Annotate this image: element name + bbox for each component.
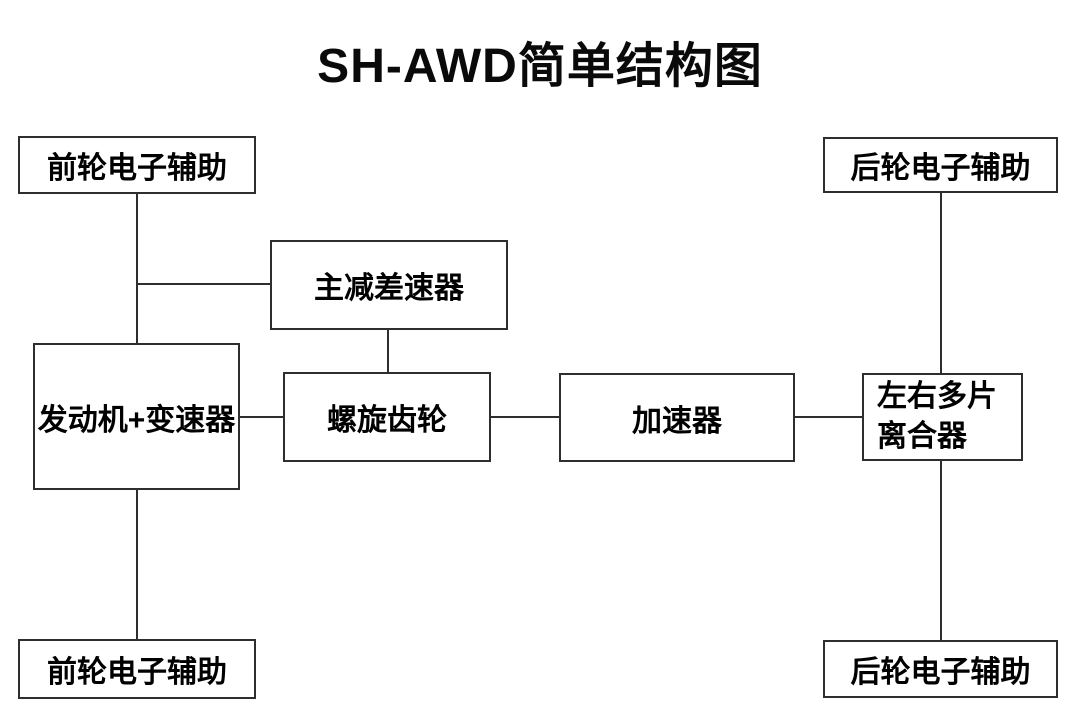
connector-main-diff-to-spiral-gear (387, 330, 389, 372)
box-left-right-multiplate-clutch: 左右多片 离合器 (862, 373, 1023, 461)
box-rear-wheel-electronic-assist-top: 后轮电子辅助 (823, 137, 1058, 193)
connector-tee-to-main-diff (137, 283, 270, 285)
diagram-title: SH-AWD简单结构图 (317, 40, 763, 93)
connector-clutch-to-rear-bottom (940, 461, 942, 640)
clutch-label-line1: 左右多片 (877, 380, 997, 413)
box-front-wheel-electronic-assist-top: 前轮电子辅助 (18, 136, 256, 194)
box-spiral-gear: 螺旋齿轮 (283, 372, 491, 462)
clutch-label: 左右多片 离合器 (877, 377, 997, 457)
box-accelerator: 加速器 (559, 373, 795, 462)
connector-engine-to-spiral-gear (240, 416, 283, 418)
connector-engine-to-front-bottom (136, 490, 138, 639)
box-front-wheel-electronic-assist-bottom: 前轮电子辅助 (18, 639, 256, 699)
box-engine-transmission: 发动机+变速器 (33, 343, 240, 490)
connector-accelerator-to-clutch (795, 416, 862, 418)
clutch-label-line2: 离合器 (877, 420, 967, 453)
connector-spiral-gear-to-accelerator (491, 416, 559, 418)
connector-rear-top-to-clutch (940, 193, 942, 373)
connector-front-top-to-engine (136, 194, 138, 343)
box-main-reduction-differential: 主减差速器 (270, 240, 508, 330)
box-rear-wheel-electronic-assist-bottom: 后轮电子辅助 (823, 640, 1058, 698)
